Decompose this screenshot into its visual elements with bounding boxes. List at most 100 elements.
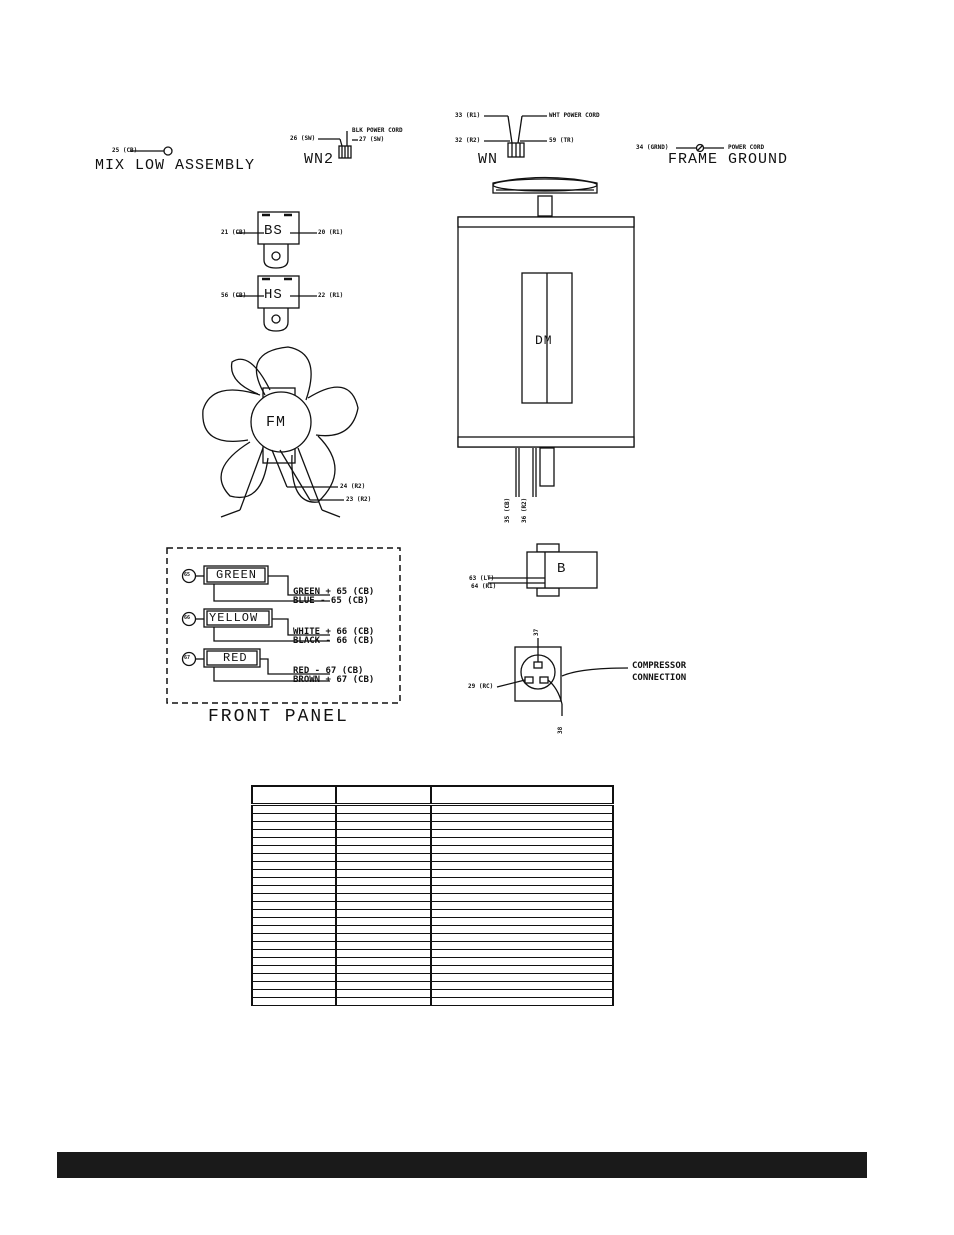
frame-ground-symbol: [676, 143, 724, 153]
wire-table-header-cell: [335, 785, 432, 806]
wn2-wire-26-label: 26 (SW): [290, 135, 316, 142]
table-row: [251, 989, 614, 998]
table-row: [251, 885, 614, 894]
fp-blue-minus-label: BLUE - 65 (CB): [293, 596, 369, 606]
fp-red-lamp: RED: [223, 651, 248, 665]
table-cell: [430, 821, 614, 830]
table-cell: [430, 933, 614, 942]
footer-bar: [57, 1152, 867, 1178]
table-cell: [430, 845, 614, 854]
table-cell: [251, 837, 337, 846]
table-cell: [430, 813, 614, 822]
fp-white-plus-label: WHITE + 66 (CB): [293, 627, 375, 637]
wn-wire-33-label: 33 (R1): [455, 112, 481, 119]
table-row: [251, 941, 614, 950]
table-row: [251, 917, 614, 926]
dm-name: DM: [535, 333, 553, 348]
table-cell: [251, 957, 337, 966]
fp-green-plus-label: GREEN + 65 (CB): [293, 587, 375, 597]
table-cell: [335, 813, 432, 822]
table-cell: [251, 853, 337, 862]
bs-left-wire-label: 21 (CB): [221, 229, 247, 236]
table-cell: [430, 997, 614, 1006]
table-cell: [335, 845, 432, 854]
mix-low-wire-label: 25 (CB): [112, 147, 138, 154]
wn-wire-59-label: 59 (TR): [549, 137, 575, 144]
table-cell: [335, 877, 432, 886]
table-cell: [430, 909, 614, 918]
table-cell: [335, 989, 432, 998]
comp-wire-37-label: 37: [533, 628, 540, 636]
table-cell: [251, 909, 337, 918]
table-row: [251, 997, 614, 1006]
table-cell: [335, 804, 432, 814]
table-row: [251, 933, 614, 942]
table-cell: [430, 869, 614, 878]
table-cell: [430, 877, 614, 886]
wn-wire-32-label: 32 (R2): [455, 137, 481, 144]
fp-black-minus-label: BLACK - 66 (CB): [293, 636, 375, 646]
comp-wire-29-label: 29 (RC): [468, 683, 494, 690]
front-panel: [166, 547, 401, 704]
fm-wire-24-label: 24 (R2): [340, 483, 366, 490]
fp-red-minus-label: RED - 67 (CB): [293, 666, 364, 676]
frame-ground-power-cord-label: POWER CORD: [728, 144, 765, 151]
fp-brown-plus-label: BROWN + 67 (CB): [293, 675, 375, 685]
compressor-connection: [496, 638, 629, 716]
hs-switch: [236, 275, 317, 332]
dm-wire-36-label: 36 (R2): [521, 497, 528, 523]
table-cell: [251, 804, 337, 814]
table-cell: [430, 901, 614, 910]
table-cell: [335, 821, 432, 830]
table-cell: [430, 925, 614, 934]
table-row: [251, 877, 614, 886]
b-wire-63-label: 63 (LT): [469, 575, 495, 582]
table-cell: [335, 981, 432, 990]
table-row: [251, 949, 614, 958]
table-cell: [335, 997, 432, 1006]
wire-table-body: [251, 804, 614, 1006]
wn2-title: WN2: [304, 151, 335, 168]
wire-table: [251, 785, 614, 1006]
table-row: [251, 973, 614, 982]
table-cell: [335, 829, 432, 838]
table-row: [251, 853, 614, 862]
table-cell: [430, 829, 614, 838]
b-wire-64-label: 64 (R1): [471, 583, 497, 590]
table-cell: [251, 869, 337, 878]
table-row: [251, 804, 614, 814]
table-row: [251, 821, 614, 830]
wire-table-header: [251, 785, 614, 806]
table-cell: [335, 933, 432, 942]
table-cell: [251, 901, 337, 910]
wn-title: WN: [478, 151, 499, 168]
table-cell: [251, 845, 337, 854]
table-cell: [335, 885, 432, 894]
table-row: [251, 957, 614, 966]
table-cell: [430, 885, 614, 894]
table-row: [251, 965, 614, 974]
table-row: [251, 901, 614, 910]
table-row: [251, 837, 614, 846]
fp-yellow-number: 66: [184, 615, 191, 621]
table-cell: [335, 901, 432, 910]
wire-table-header-cell: [430, 785, 614, 806]
fm-name: FM: [266, 414, 287, 431]
table-cell: [251, 893, 337, 902]
hs-name: HS: [264, 287, 283, 303]
table-cell: [430, 804, 614, 814]
table-cell: [430, 981, 614, 990]
table-cell: [335, 853, 432, 862]
table-cell: [430, 917, 614, 926]
table-cell: [430, 973, 614, 982]
table-cell: [430, 837, 614, 846]
table-cell: [251, 829, 337, 838]
comp-wire-38-label: 38: [557, 726, 564, 734]
mix-low-title: MIX LOW ASSEMBLY: [95, 157, 256, 174]
table-cell: [430, 893, 614, 902]
table-row: [251, 925, 614, 934]
table-cell: [335, 973, 432, 982]
wn2-wire-27-label: 27 (SW): [359, 136, 385, 143]
table-cell: [335, 965, 432, 974]
